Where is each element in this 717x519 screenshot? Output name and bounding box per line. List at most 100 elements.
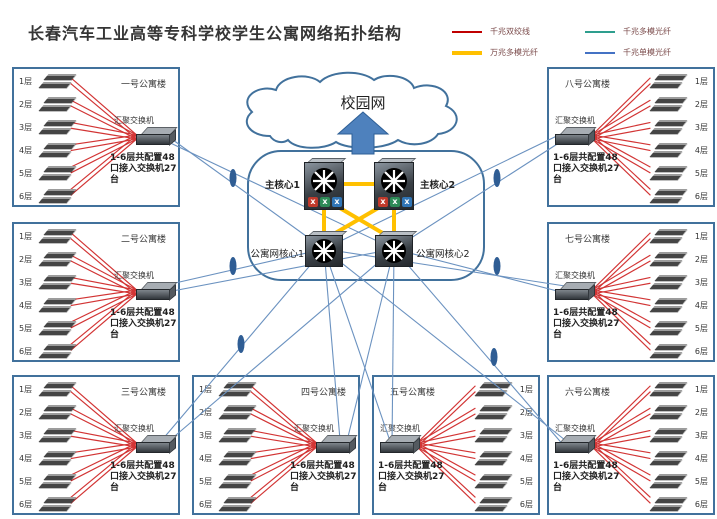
main-core-2-label: 主核心2 — [420, 180, 456, 191]
floor-switch-stack-icon — [38, 228, 77, 245]
floor-row: 1层 — [19, 381, 77, 398]
floor-label: 5层 — [19, 477, 33, 486]
floor-switch-stack-icon — [649, 73, 688, 90]
floor-switch-stack-icon — [649, 297, 688, 314]
floor-row: 5层 — [199, 473, 257, 490]
floor-switch-stack-icon — [649, 496, 688, 513]
diagram-title: 长春汽车工业高等专科学校学生公寓网络拓扑结构 — [28, 24, 403, 43]
floor-row: 5层 — [474, 473, 533, 490]
floor-label: 3层 — [519, 431, 533, 440]
floor-switch-stack-icon — [474, 496, 513, 513]
floor-row: 4层 — [19, 297, 77, 314]
apartment-core-1-icon — [305, 231, 348, 267]
floor-row: 5层 — [19, 165, 77, 182]
routing-switch-glyph-icon — [311, 168, 337, 194]
floor-row: 4层 — [199, 450, 257, 467]
floor-row: 1层 — [649, 381, 708, 398]
core-area-boundary — [247, 150, 485, 281]
floor-switch-stack-icon — [474, 427, 513, 444]
floor-switch-stack-icon — [649, 320, 688, 337]
legend-label: 千兆多模光纤 — [623, 27, 671, 36]
floor-label: 2层 — [19, 100, 33, 109]
floor-label: 2层 — [519, 408, 533, 417]
floor-label: 1层 — [694, 385, 708, 394]
floor-row: 3层 — [19, 427, 77, 444]
floor-switch-stack-icon — [218, 450, 257, 467]
config-note: 1-6层共配置48口接入交换机27台 — [110, 461, 177, 493]
floor-label: 5层 — [199, 477, 213, 486]
floor-switch-stack-icon — [38, 96, 77, 113]
floor-label: 3层 — [694, 123, 708, 132]
floor-label: 6层 — [519, 500, 533, 509]
agg-switch-label: 汇聚交换机 — [114, 424, 154, 433]
agg-switch-icon — [555, 282, 597, 304]
floor-switch-stack-icon — [649, 404, 688, 421]
agg-switch-label: 汇聚交换机 — [114, 271, 154, 280]
agg-switch-icon — [380, 435, 422, 457]
legend-line-swatch — [585, 51, 615, 54]
switch-front-face — [316, 442, 350, 453]
building-name: 六号公寓楼 — [565, 388, 611, 398]
floor-label: 3层 — [19, 278, 33, 287]
floor-row: 2层 — [649, 96, 708, 113]
agg-switch-label: 汇聚交换机 — [294, 424, 334, 433]
main-core-1-label: 主核心1 — [264, 180, 300, 191]
floor-label: 4层 — [694, 454, 708, 463]
building-name: 五号公寓楼 — [390, 388, 436, 398]
floor-label: 6层 — [19, 192, 33, 201]
copper-links — [591, 232, 651, 351]
config-note: 1-6层共配置48口接入交换机27台 — [110, 153, 177, 185]
floor-label: 5层 — [694, 169, 708, 178]
floor-switch-stack-icon — [218, 381, 257, 398]
floor-switch-stack-icon — [649, 381, 688, 398]
floor-switch-stack-icon — [38, 473, 77, 490]
floor-switch-stack-icon — [38, 165, 77, 182]
floor-row: 2层 — [649, 251, 708, 268]
floor-label: 2层 — [694, 408, 708, 417]
floor-label: 6层 — [694, 500, 708, 509]
cloud-label: 校园网 — [340, 94, 386, 112]
floor-row: 2层 — [474, 404, 533, 421]
routing-switch-glyph-icon — [381, 168, 407, 194]
floor-label: 4层 — [694, 301, 708, 310]
legend: 千兆双绞线千兆多模光纤万兆多模光纤千兆单模光纤 — [452, 26, 714, 58]
copper-links — [70, 232, 138, 351]
floor-row: 6层 — [649, 496, 708, 513]
floor-label: 1层 — [519, 385, 533, 394]
legend-label: 万兆多模光纤 — [490, 48, 538, 57]
agg-switch-label: 汇聚交换机 — [555, 424, 595, 433]
floor-row: 1层 — [474, 381, 533, 398]
floor-switch-stack-icon — [38, 297, 77, 314]
floor-label: 6层 — [19, 500, 33, 509]
floor-label: 5层 — [694, 324, 708, 333]
floor-label: 6层 — [19, 347, 33, 356]
floor-label: 4层 — [199, 454, 213, 463]
floor-switch-stack-icon — [649, 251, 688, 268]
floor-label: 1层 — [694, 232, 708, 241]
copper-links — [591, 77, 651, 196]
floor-label: 2层 — [694, 100, 708, 109]
legend-line-swatch — [452, 50, 482, 55]
floor-row: 1层 — [19, 228, 77, 245]
floor-row: 6层 — [474, 496, 533, 513]
floor-row: 6层 — [19, 188, 77, 205]
agg-switch-icon — [316, 435, 358, 457]
legend-item: 千兆双绞线 — [452, 26, 581, 37]
agg-switch-icon — [136, 127, 178, 149]
floor-switch-stack-icon — [38, 320, 77, 337]
floor-row: 4层 — [19, 142, 77, 159]
config-note: 1-6层共配置48口接入交换机27台 — [553, 308, 620, 340]
floor-switch-stack-icon — [38, 119, 77, 136]
floor-label: 5层 — [694, 477, 708, 486]
floor-label: 2层 — [199, 408, 213, 417]
floor-switch-stack-icon — [649, 165, 688, 182]
floor-switch-stack-icon — [649, 473, 688, 490]
config-note: 1-6层共配置48口接入交换机27台 — [110, 308, 177, 340]
agg-switch-icon — [555, 127, 597, 149]
switch-front-face — [555, 289, 589, 300]
